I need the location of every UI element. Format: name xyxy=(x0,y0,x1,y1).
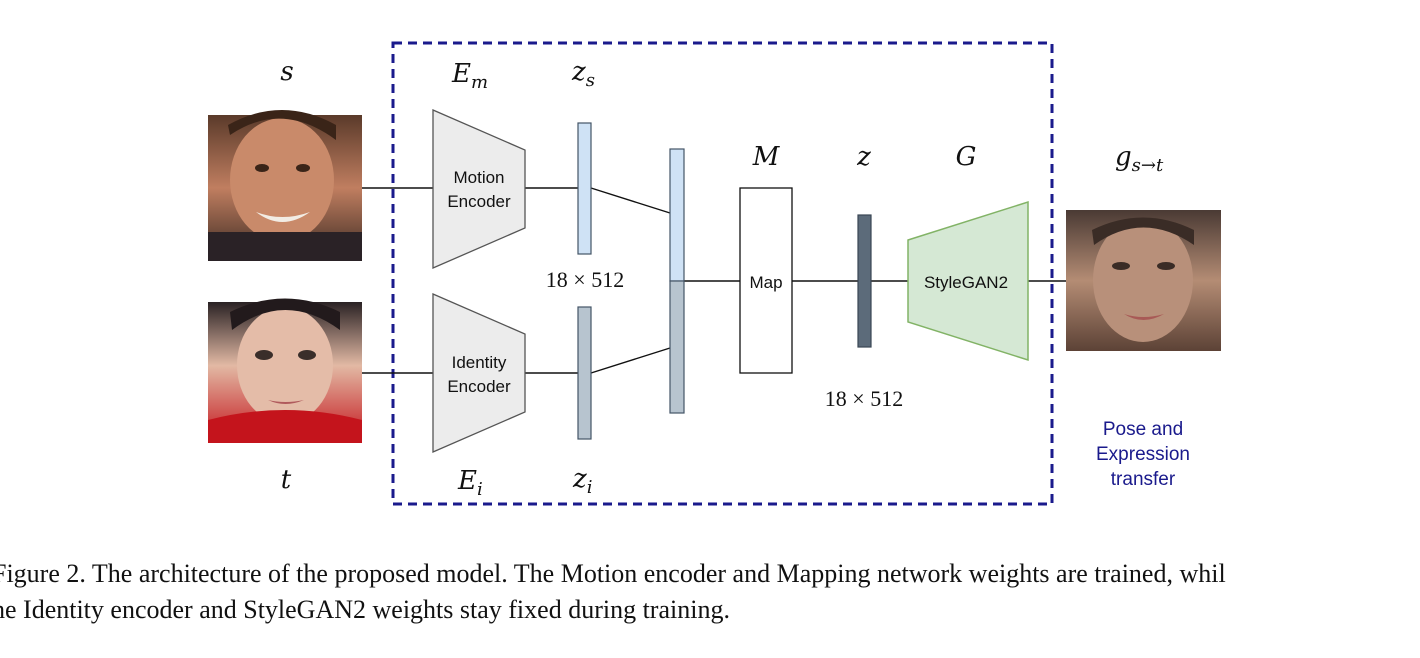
target-label: t xyxy=(281,465,292,495)
output-symbol: gs→t xyxy=(1115,142,1164,176)
note-line2: Expression xyxy=(1096,444,1190,465)
target-face-image xyxy=(208,298,362,443)
zi-symbol: zi xyxy=(572,464,592,498)
motion-encoder-block xyxy=(432,109,526,269)
connection-lines xyxy=(362,187,1066,374)
note-line1: Pose and xyxy=(1103,419,1183,440)
zi-latent-bar xyxy=(577,306,592,440)
output-face-image xyxy=(1066,210,1221,351)
motion-encoder-label-line2: Encoder xyxy=(447,192,511,211)
identity-encoder-symbol: Ei xyxy=(457,466,483,500)
concat-latent-bottom xyxy=(669,280,685,414)
mapping-symbol: M xyxy=(752,142,781,172)
concat-latent-top xyxy=(669,148,685,282)
caption-line2: he Identity encoder and StyleGAN2 weight… xyxy=(0,595,730,624)
caption-line1: Figure 2. The architecture of the propos… xyxy=(0,559,1226,588)
mapped-latent-dimension: 18 × 512 xyxy=(825,386,903,411)
stylegan-label: StyleGAN2 xyxy=(924,273,1008,292)
identity-encoder-label-line1: Identity xyxy=(452,353,507,372)
motion-encoder-symbol: Em xyxy=(451,59,488,93)
encoder-latent-dimension: 18 × 512 xyxy=(546,267,624,292)
source-face-image xyxy=(208,110,362,261)
source-label: s xyxy=(280,57,293,87)
architecture-diagram: Motion Encoder Identity Encoder Map Styl… xyxy=(208,41,1221,506)
figure-caption: Figure 2. The architecture of the propos… xyxy=(0,556,1420,628)
latent-symbol: z xyxy=(856,142,871,172)
trainable-region-box xyxy=(391,41,1054,506)
motion-encoder-label-line1: Motion xyxy=(453,168,504,187)
note-line3: transfer xyxy=(1111,469,1176,490)
identity-encoder-label-line2: Encoder xyxy=(447,377,511,396)
identity-encoder-block xyxy=(432,293,526,453)
generator-symbol: G xyxy=(956,142,977,172)
stylegan-block xyxy=(907,200,1029,362)
map-label: Map xyxy=(749,273,782,292)
z-latent-bar xyxy=(857,214,872,348)
zs-symbol: zs xyxy=(571,57,595,91)
map-block xyxy=(739,187,793,374)
zs-latent-bar xyxy=(577,122,592,255)
